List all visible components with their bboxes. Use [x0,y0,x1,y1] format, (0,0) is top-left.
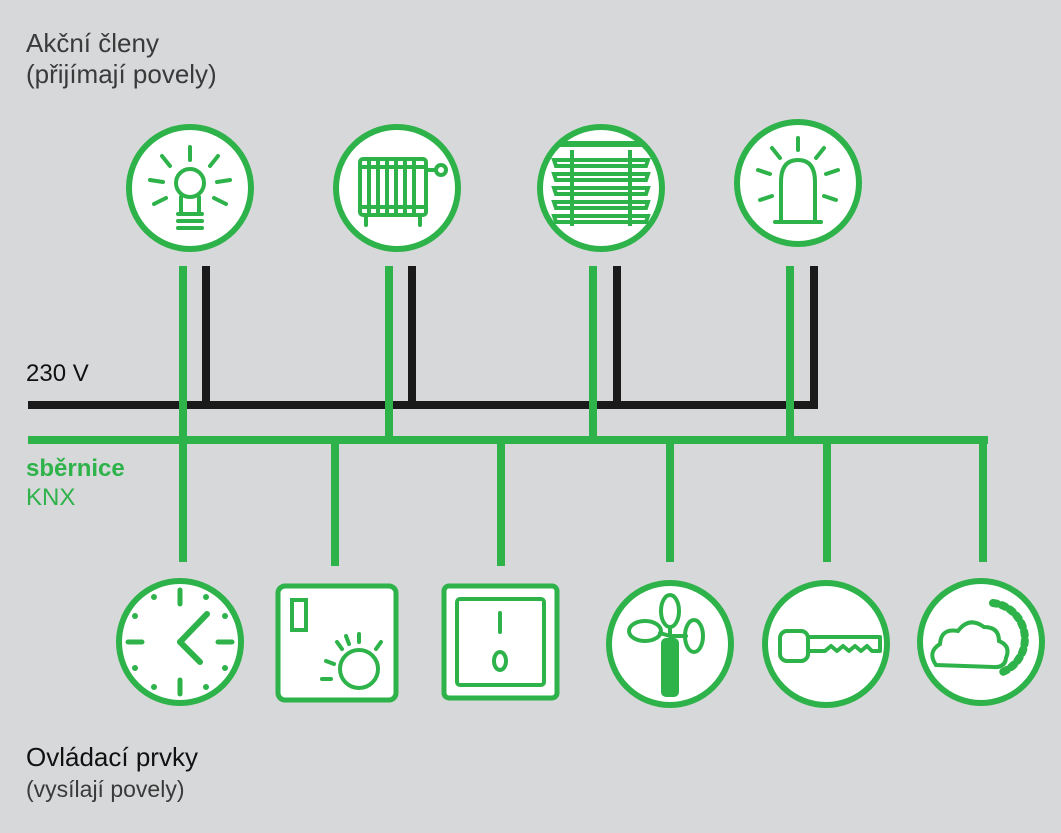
clock-icon [116,578,244,706]
bus-label-line-2: KNX [26,483,76,511]
wind-sensor-icon [606,580,734,708]
actuators-title: Akční členy [26,28,159,58]
controls-heading: Ovládací prvky (vysílají povely) [26,742,198,804]
actuators-heading: Akční členy (přijímají povely) [26,28,217,90]
bus-label: sběrnice KNX [26,455,125,513]
key-icon [762,580,890,708]
beacon-lamp-icon [734,119,862,247]
power-line [28,266,818,409]
controls-subtitle: (vysílají povely) [26,776,185,803]
light-bulb-icon [126,124,254,252]
bus-label-line-1: sběrnice [26,455,125,482]
thermostat-icon [275,583,399,703]
weather-sensor-icon [917,578,1045,706]
radiator-icon [333,124,461,252]
power-line-label: 230 V [26,360,89,387]
actuators-subtitle: (přijímají povely) [26,59,217,90]
controls-title: Ovládací prvky [26,742,198,772]
blinds-icon [537,124,665,252]
wall-switch-icon [441,583,560,701]
knx-bus [28,266,988,566]
